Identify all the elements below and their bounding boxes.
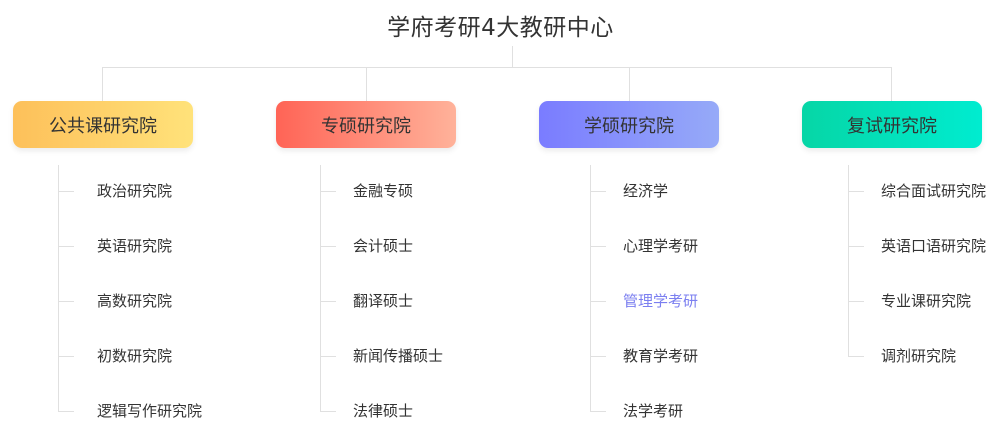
- sub-item-link[interactable]: 调剂研究院: [881, 347, 957, 365]
- column-tree-line: [58, 165, 59, 411]
- column-header-2[interactable]: 专硕研究院: [276, 101, 456, 148]
- item-connector: [58, 191, 74, 192]
- sub-item-link[interactable]: 新闻传播硕士: [353, 347, 444, 365]
- column-header-3[interactable]: 学硕研究院: [539, 101, 719, 148]
- sub-item-link[interactable]: 初数研究院: [97, 347, 173, 365]
- item-connector: [320, 356, 336, 357]
- item-connector: [848, 301, 864, 302]
- item-connector: [58, 411, 74, 412]
- sub-item-link[interactable]: 心理学考研: [623, 237, 699, 255]
- item-connector: [848, 191, 864, 192]
- column-tree-line: [848, 165, 849, 356]
- sub-item-link[interactable]: 法学考研: [623, 402, 684, 420]
- sub-item-link[interactable]: 逻辑写作研究院: [97, 402, 203, 420]
- sub-item-link[interactable]: 翻译硕士: [353, 292, 414, 310]
- item-connector: [320, 246, 336, 247]
- connector-drop-3: [629, 67, 630, 101]
- sub-item-link[interactable]: 会计硕士: [353, 237, 414, 255]
- sub-item-link[interactable]: 管理学考研: [623, 292, 699, 310]
- sub-item-link[interactable]: 专业课研究院: [881, 292, 972, 310]
- sub-item-link[interactable]: 高数研究院: [97, 292, 173, 310]
- item-connector: [848, 246, 864, 247]
- item-connector: [58, 301, 74, 302]
- item-connector: [590, 411, 606, 412]
- item-connector: [58, 356, 74, 357]
- item-connector: [58, 246, 74, 247]
- item-connector: [590, 191, 606, 192]
- column-header-4[interactable]: 复试研究院: [802, 101, 982, 148]
- connector-drop-1: [102, 67, 103, 101]
- column-tree-line: [590, 165, 591, 411]
- item-connector: [590, 356, 606, 357]
- sub-item-link[interactable]: 英语研究院: [97, 237, 173, 255]
- sub-item-link[interactable]: 综合面试研究院: [881, 182, 987, 200]
- sub-item-link[interactable]: 法律硕士: [353, 402, 414, 420]
- item-connector: [320, 191, 336, 192]
- connector-trunk: [512, 46, 513, 68]
- connector-drop-2: [366, 67, 367, 101]
- item-connector: [320, 301, 336, 302]
- column-tree-line: [320, 165, 321, 411]
- sub-item-link[interactable]: 经济学: [623, 182, 669, 200]
- sub-item-link[interactable]: 教育学考研: [623, 347, 699, 365]
- page-title: 学府考研4大教研中心: [387, 15, 614, 41]
- item-connector: [590, 246, 606, 247]
- column-header-1[interactable]: 公共课研究院: [13, 101, 193, 148]
- item-connector: [590, 301, 606, 302]
- item-connector: [320, 411, 336, 412]
- connector-bar: [102, 67, 892, 68]
- sub-item-link[interactable]: 英语口语研究院: [881, 237, 987, 255]
- sub-item-link[interactable]: 政治研究院: [97, 182, 173, 200]
- item-connector: [848, 356, 864, 357]
- connector-drop-4: [891, 67, 892, 101]
- sub-item-link[interactable]: 金融专硕: [353, 182, 414, 200]
